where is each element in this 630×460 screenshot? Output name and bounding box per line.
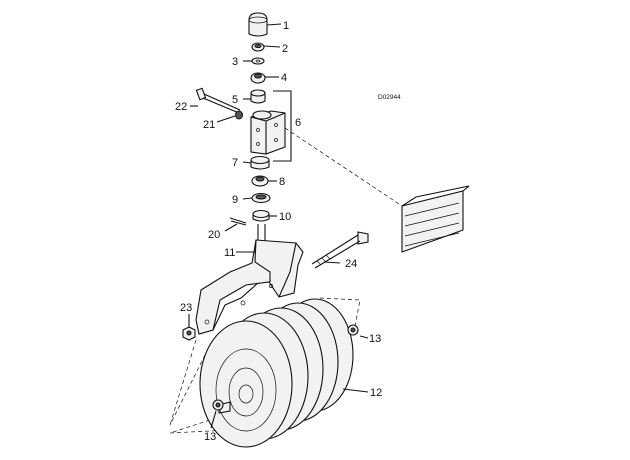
- part-21-nut: [235, 110, 243, 120]
- callout-13-front: 13: [204, 431, 216, 443]
- part-6-mounting-plate: [250, 110, 286, 155]
- detail-card: [401, 185, 470, 253]
- part-11-caster-fork: [195, 224, 304, 335]
- callout-1: 1: [283, 20, 289, 32]
- part-12-tire: [199, 298, 354, 448]
- leader-lines: [188, 23, 369, 429]
- part-6-grouping-bracket: [273, 90, 292, 162]
- callout-10: 10: [279, 211, 291, 223]
- callout-6: 6: [295, 117, 301, 129]
- callout-3: 3: [232, 56, 238, 68]
- part-9-seal: [251, 192, 271, 204]
- callout-22: 22: [175, 101, 187, 113]
- callout-24: 24: [345, 258, 357, 270]
- guide-line: [284, 127, 403, 207]
- guide-line: [319, 297, 361, 327]
- part-10-washer: [252, 209, 270, 222]
- callout-5: 5: [232, 94, 238, 106]
- callout-11: 11: [224, 247, 235, 259]
- callout-13-rear: 13: [369, 333, 381, 345]
- callout-2: 2: [282, 43, 288, 55]
- part-4-bearing: [250, 72, 266, 84]
- callout-7: 7: [232, 157, 238, 169]
- callout-12: 12: [370, 387, 382, 399]
- callout-9: 9: [232, 194, 238, 206]
- drawing-code: D02944: [378, 94, 401, 101]
- part-7-bushing: [250, 155, 270, 170]
- part-22-bolt: [195, 87, 241, 114]
- callout-20: 20: [208, 229, 220, 241]
- callout-4: 4: [281, 72, 287, 84]
- part-5-bushing: [250, 89, 266, 104]
- part-2-nut: [251, 42, 265, 52]
- part-23-nut: [182, 326, 196, 341]
- guide-line: [169, 339, 206, 426]
- part-8-bearing: [251, 175, 269, 187]
- part-20-pin: [229, 217, 247, 226]
- part-13-bushing-front: [212, 399, 224, 411]
- part-13-bushing-rear: [347, 324, 359, 336]
- part-24-axle-bolt: [311, 231, 369, 269]
- part-1-cap: [248, 12, 268, 37]
- part-3-washer: [251, 57, 265, 65]
- callout-21: 21: [203, 119, 215, 131]
- callout-8: 8: [279, 176, 285, 188]
- callout-23: 23: [180, 302, 192, 314]
